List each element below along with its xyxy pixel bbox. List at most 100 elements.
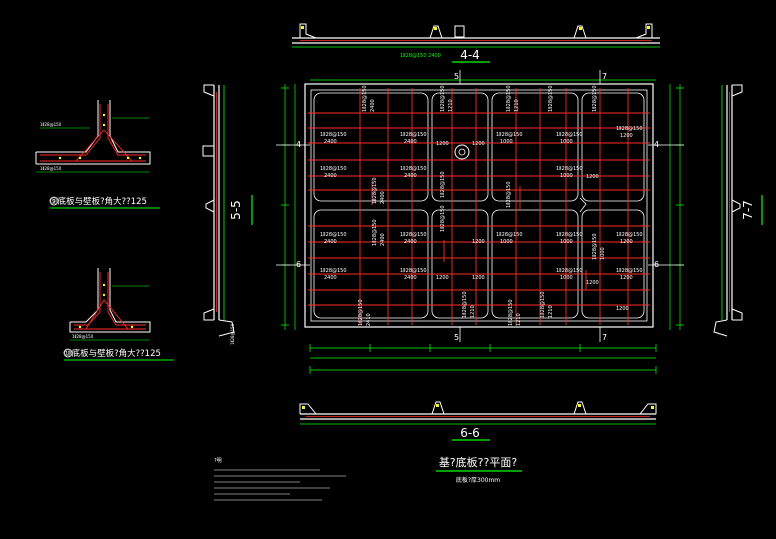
plan-subtitle: 底板?厚300mm [456, 476, 500, 484]
rebar-label: 1000 [560, 239, 573, 245]
rebar-label-vertical: 2410 [366, 313, 372, 326]
detail-9-note: 1Ⅱ28@150 [40, 122, 62, 127]
section-5-5: 5-5 1Ⅱ28@150 [202, 84, 253, 345]
plan-rebar-labels: 1Ⅱ28@150 2400 1Ⅱ28@150 2400 1Ⅱ28@150 100… [320, 126, 643, 312]
grid-mark-6-right: 6 [654, 260, 659, 269]
grid-mark-4-right: 4 [654, 140, 659, 149]
grid-mark-5-top: 5 [454, 72, 459, 81]
notes-heading: ?明 [214, 458, 222, 464]
section-4-4-note: 1Ⅱ28@150 2400 [400, 53, 441, 59]
rebar-label-vertical: 1210 [548, 305, 554, 318]
plan-title: 基?底板??平面? [439, 455, 518, 469]
section-7-7-label: 7-7 [741, 200, 755, 220]
rebar-label: 2400 [404, 239, 417, 245]
rebar-label: 1Ⅱ28@150 [320, 166, 347, 172]
rebar-label-vertical: 1210 [448, 99, 454, 112]
rebar-label-vertical: 2400 [380, 233, 386, 246]
notes-lines [214, 469, 346, 501]
rebar-label: 1200 [586, 280, 599, 286]
detail-10-note: 1Ⅱ28@150 [72, 334, 94, 339]
rebar-label-vertical: 1Ⅱ28@150 [592, 233, 598, 260]
rebar-label: 1000 [560, 173, 573, 179]
grid-mark-5-bottom: 5 [454, 333, 459, 342]
plan-rebar-labels-vertical: 1Ⅱ28@150 2400 1Ⅱ28@150 1210 1Ⅱ28@150 121… [358, 85, 606, 326]
rebar-label: 1200 [436, 141, 449, 147]
rebar-label: 1200 [620, 275, 633, 281]
rebar-label: 1200 [586, 174, 599, 180]
detail-10-title: ⑩底板与壁板?角大??125 [64, 348, 161, 359]
rebar-label-vertical: 1Ⅱ28@150 [508, 299, 514, 326]
rebar-label-vertical: 1Ⅱ28@150 [540, 291, 546, 318]
rebar-label: 1000 [560, 139, 573, 145]
rebar-label: 1Ⅱ28@150 [556, 166, 583, 172]
rebar-label-vertical: 1000 [600, 247, 606, 260]
rebar-label-vertical: 1210 [516, 313, 522, 326]
section-6-6-label: 6-6 [460, 426, 480, 440]
rebar-label: 1200 [620, 239, 633, 245]
rebar-label: 1Ⅱ28@150 [556, 132, 583, 138]
rebar-label: 1Ⅱ28@150 [400, 166, 427, 172]
rebar-label-vertical: 1Ⅱ28@150 [440, 85, 446, 112]
rebar-label: 2400 [404, 275, 417, 281]
rebar-label: 1Ⅱ28@150 [616, 268, 643, 274]
rebar-label: 1Ⅱ28@150 [320, 132, 347, 138]
plan-rebar [308, 88, 650, 325]
rebar-label: 1200 [436, 275, 449, 281]
rebar-label-vertical: 1Ⅱ28@150 [372, 219, 378, 246]
section-4-4: 1Ⅱ28@150 2400 4-4 [292, 23, 660, 63]
rebar-label: 2400 [324, 173, 337, 179]
rebar-label-vertical: 1210 [514, 99, 520, 112]
rebar-label: 1Ⅱ28@150 [556, 268, 583, 274]
rebar-label-vertical: 1Ⅱ28@150 [372, 177, 378, 204]
rebar-label: 2400 [324, 275, 337, 281]
rebar-label: 1Ⅱ28@150 [616, 232, 643, 238]
rebar-label: 1200 [616, 306, 629, 312]
plan-grid-lines [276, 70, 684, 342]
plan-dimensions [281, 79, 684, 374]
detail-9-note: 1Ⅱ28@150 [40, 166, 62, 171]
rebar-label: 1Ⅱ28@150 [400, 132, 427, 138]
rebar-label: 1Ⅱ28@150 [320, 268, 347, 274]
rebar-label: 1Ⅱ28@150 [556, 232, 583, 238]
section-5-5-label: 5-5 [229, 200, 243, 220]
detail-9: 1Ⅱ28@150 1Ⅱ28@150 ⑨底板与壁板?角大??125 [35, 100, 160, 209]
rebar-label-vertical: 1Ⅱ28@150 [358, 299, 364, 326]
main-floor-plan: 4 4 5 5 6 6 7 7 1Ⅱ28@150 2400 1Ⅱ28@150 2… [276, 70, 684, 484]
grid-mark-7-top: 7 [602, 72, 607, 81]
rebar-label: 2400 [404, 139, 417, 145]
rebar-label: 1Ⅱ28@150 [320, 232, 347, 238]
rebar-label-vertical: 1Ⅱ28@150 [440, 205, 446, 232]
rebar-label: 1000 [500, 239, 513, 245]
general-notes: ?明 [214, 458, 346, 501]
rebar-label: 2400 [404, 173, 417, 179]
rebar-label: 1200 [472, 275, 485, 281]
rebar-label: 2400 [324, 239, 337, 245]
detail-9-title: ⑨底板与壁板?角大??125 [50, 196, 147, 207]
plan-compartments [313, 92, 645, 319]
detail-10: 1Ⅱ28@150 ⑩底板与壁板?角大??125 [63, 268, 174, 361]
section-7-7: 7-7 [713, 84, 763, 337]
rebar-label: 1Ⅱ28@150 [400, 232, 427, 238]
grid-mark-7-bottom: 7 [602, 333, 607, 342]
rebar-label-vertical: 2400 [370, 99, 376, 112]
rebar-label: 1000 [560, 275, 573, 281]
rebar-label-vertical: 1Ⅱ28@150 [362, 85, 368, 112]
grid-mark-6-left: 6 [296, 260, 301, 269]
rebar-label-vertical: 1Ⅱ28@150 [462, 291, 468, 318]
rebar-label: 1Ⅱ28@150 [496, 132, 523, 138]
section-5-5-note: 1Ⅱ28@150 [230, 323, 235, 345]
rebar-label: 1200 [472, 239, 485, 245]
rebar-label: 2400 [324, 139, 337, 145]
rebar-label: 1200 [620, 133, 633, 139]
rebar-label: 1Ⅱ28@150 [616, 126, 643, 132]
rebar-label: 1Ⅱ28@150 [400, 268, 427, 274]
section-6-6: 6-6 [299, 401, 657, 441]
rebar-label-vertical: 1Ⅱ28@150 [506, 181, 512, 208]
grid-mark-4-left: 4 [296, 140, 301, 149]
section-4-4-label: 4-4 [460, 48, 480, 62]
rebar-label-vertical: 2400 [380, 191, 386, 204]
rebar-label-vertical: 1Ⅱ28@150 [506, 85, 512, 112]
rebar-label: 1000 [500, 139, 513, 145]
rebar-label-vertical: 1Ⅱ28@150 [592, 85, 598, 112]
